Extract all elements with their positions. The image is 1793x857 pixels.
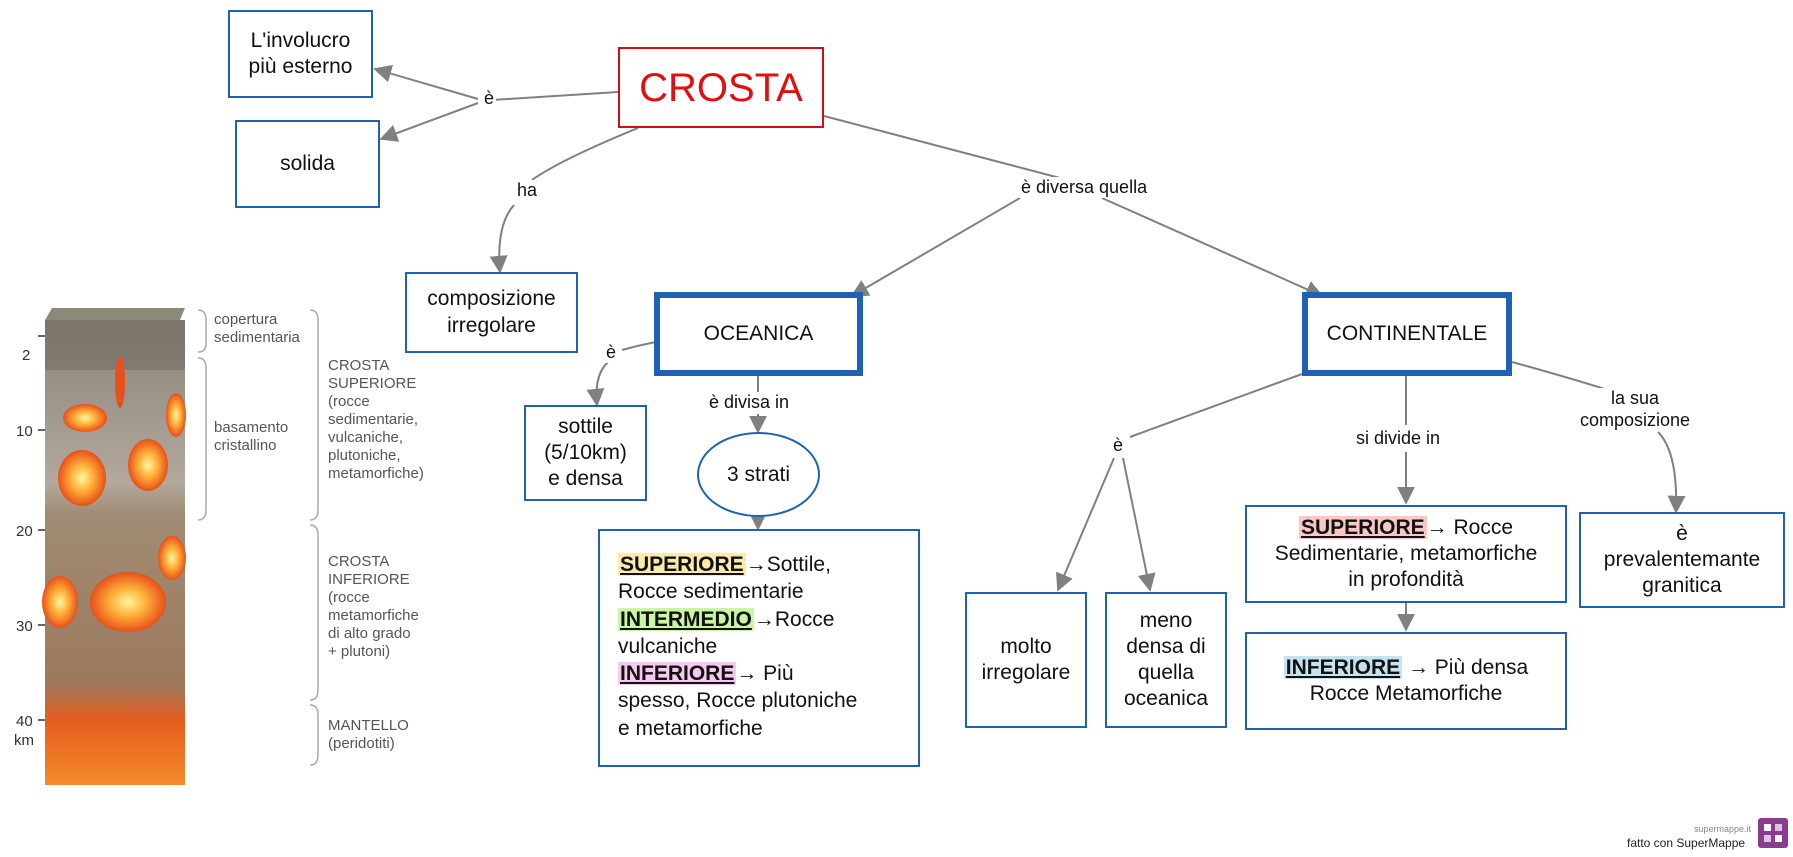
- arrow-to-sottile: [586, 361, 609, 407]
- depth-tick-20: 20: [16, 523, 33, 540]
- ann-cs-3: (rocce: [328, 393, 370, 410]
- link-label-e-3: è: [1111, 435, 1126, 456]
- cont-superiore-text: SUPERIORE→ Rocce Sedimentarie, metamorfi…: [1274, 515, 1538, 594]
- arrow-to-granitica: [1657, 431, 1686, 514]
- arrow-to-meno-densa: [1122, 457, 1156, 592]
- cont-inferiore-desc: → Più densa Rocce Metamorfiche: [1309, 655, 1529, 705]
- arrow-to-composizione: [489, 204, 515, 274]
- node-oceanica-text: OCEANICA: [703, 321, 814, 345]
- ann-ci-5: di alto grado: [328, 625, 411, 642]
- ann-ci-3: (rocce: [328, 589, 370, 606]
- oceanic-intermedio-tag: INTERMEDIO: [618, 607, 754, 631]
- link-continentale-e: [1129, 373, 1303, 438]
- node-molto-irregolare[interactable]: molto irregolare: [965, 592, 1087, 728]
- annotation-copertura: copertura sedimentaria: [214, 311, 301, 346]
- ann-ci-4: metamorfiche: [328, 607, 419, 624]
- link-crosta-e: [491, 91, 619, 101]
- supermappe-logo-icon: [1758, 818, 1788, 848]
- link-label-si-divide: si divide in: [1354, 428, 1443, 449]
- ann-mantello-2: (peridotiti): [328, 735, 395, 752]
- root-title: CROSTA: [639, 65, 803, 110]
- oceanic-layers-text: SUPERIORE→Sottile, Rocce sedimentarie IN…: [618, 551, 857, 742]
- ann-cs-1: CROSTA: [328, 357, 389, 374]
- node-granitica[interactable]: è prevalentemante granitica: [1579, 512, 1785, 608]
- cont-superiore-tag: SUPERIORE: [1298, 515, 1427, 539]
- depth-tick-30: 30: [16, 618, 33, 635]
- crust-illustration: 2 10 20 30 40 km copertura sedimentaria …: [14, 308, 424, 785]
- ann-cs-7: metamorfiche): [328, 465, 424, 482]
- node-oceanic-layers[interactable]: SUPERIORE→Sottile, Rocce sedimentarie IN…: [598, 529, 920, 767]
- link-label-e-2: è: [604, 342, 619, 363]
- root-node-crosta[interactable]: CROSTA: [618, 47, 824, 128]
- link-label-e-1: è: [482, 88, 497, 109]
- depth-unit-km: km: [14, 732, 34, 749]
- node-sottile[interactable]: sottile (5/10km) e densa: [524, 405, 647, 501]
- link-oceanica-e: [621, 341, 657, 351]
- link-label-sua-composizione: la sua composizione: [1578, 388, 1693, 432]
- ann-basamento-1: basamento: [214, 419, 288, 436]
- ann-copertura-2: sedimentaria: [214, 329, 301, 346]
- node-cont-inferiore[interactable]: INFERIORE → Più densa Rocce Metamorfiche: [1245, 632, 1567, 730]
- node-oceanica[interactable]: OCEANICA: [654, 292, 863, 376]
- arrow-to-involucro: [373, 64, 479, 100]
- cont-inferiore-tag: INFERIORE: [1283, 655, 1403, 679]
- node-meno-densa-text: meno densa di quella oceanica: [1123, 608, 1209, 711]
- cont-superiore-desc: → Rocce Sedimentarie, metamorfiche in pr…: [1274, 515, 1538, 592]
- depth-tick-2: 2: [22, 347, 30, 364]
- node-cont-superiore[interactable]: SUPERIORE→ Rocce Sedimentarie, metamorfi…: [1245, 505, 1567, 603]
- arrow-to-solida: [379, 102, 479, 142]
- ann-mantello-1: MANTELLO: [328, 717, 409, 734]
- depth-axis: [38, 335, 45, 721]
- arrow-to-continentale: [1101, 197, 1324, 298]
- annotation-mantello: MANTELLO (peridotiti): [328, 717, 409, 752]
- node-meno-densa[interactable]: meno densa di quella oceanica: [1105, 592, 1227, 728]
- oceanic-intermedio-text: →Rocce vulcaniche: [618, 607, 835, 658]
- link-label-diversa: è diversa quella: [1019, 177, 1150, 198]
- link-label-ha: ha: [515, 180, 540, 201]
- node-solida-text: solida: [280, 151, 335, 175]
- node-molto-irregolare-text: molto irregolare: [981, 634, 1071, 684]
- oceanic-inferiore-text: → Più spesso, Rocce plutoniche e metamor…: [618, 662, 858, 740]
- link-label-divisa: è divisa in: [707, 392, 792, 413]
- arrow-to-molto-irregolare: [1056, 457, 1115, 592]
- footer-small-text: supermappe.it: [1694, 824, 1752, 834]
- node-continentale-text: CONTINENTALE: [1326, 321, 1488, 345]
- node-composizione[interactable]: composizione irregolare: [405, 272, 578, 353]
- ann-ci-6: + plutoni): [328, 643, 390, 660]
- depth-tick-40: 40: [16, 713, 33, 730]
- oceanic-superiore-tag: SUPERIORE: [618, 553, 746, 576]
- ann-ci-2: INFERIORE: [328, 571, 410, 588]
- link-crosta-ha: [531, 127, 639, 181]
- ann-cs-5: vulcaniche,: [328, 429, 403, 446]
- bracket-lines: [197, 309, 319, 766]
- annotation-basamento: basamento cristallino: [214, 419, 288, 454]
- depth-tick-10: 10: [16, 423, 33, 440]
- node-3-strati[interactable]: 3 strati: [697, 432, 820, 517]
- node-granitica-text: è prevalentemante granitica: [1603, 521, 1761, 598]
- ann-cs-2: SUPERIORE: [328, 375, 416, 392]
- node-composizione-text: composizione irregolare: [427, 287, 556, 337]
- link-continentale-composizione: [1511, 361, 1609, 391]
- oceanic-superiore-text: →Sottile, Rocce sedimentarie: [618, 553, 831, 604]
- ann-ci-1: CROSTA: [328, 553, 389, 570]
- annotation-crosta-inferiore: CROSTA INFERIORE (rocce metamorfiche di …: [328, 553, 419, 660]
- ann-cs-6: plutoniche,: [328, 447, 401, 464]
- link-crosta-diversa: [823, 115, 1061, 179]
- footer-made-with: fatto con SuperMappe: [1627, 836, 1746, 850]
- node-sottile-text: sottile (5/10km) e densa: [544, 414, 627, 491]
- node-involucro-text: L'involucro più esterno: [248, 28, 353, 78]
- ann-cs-4: sedimentarie,: [328, 411, 418, 428]
- node-solida[interactable]: solida: [235, 120, 380, 208]
- oceanic-inferiore-tag: INFERIORE: [618, 662, 737, 686]
- crust-column: [42, 308, 186, 785]
- node-continentale[interactable]: CONTINENTALE: [1302, 292, 1512, 376]
- node-3-strati-text: 3 strati: [726, 462, 791, 486]
- node-involucro[interactable]: L'involucro più esterno: [228, 10, 373, 98]
- ann-copertura-1: copertura: [214, 311, 278, 328]
- cont-inferiore-text: INFERIORE → Più densa Rocce Metamorfiche: [1283, 655, 1529, 708]
- ann-basamento-2: cristallino: [214, 437, 277, 454]
- annotation-crosta-superiore: CROSTA SUPERIORE (rocce sedimentarie, vu…: [328, 357, 424, 482]
- arrow-to-oceanica: [850, 197, 1021, 297]
